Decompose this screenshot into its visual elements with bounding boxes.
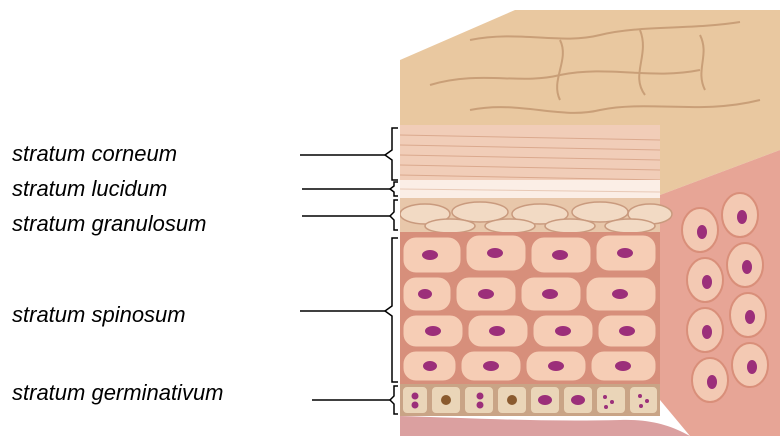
bracket-lucidum (390, 182, 398, 196)
layer-granulosum (400, 198, 672, 233)
label-stratum-granulosum: stratum granulosum (12, 211, 206, 237)
bracket-granulosum (390, 200, 398, 230)
leader-lines (300, 155, 390, 400)
layer-spinosum (400, 232, 660, 384)
bracket-corneum (385, 128, 398, 180)
label-stratum-lucidum: stratum lucidum (12, 176, 167, 202)
layer-germinativum (400, 384, 660, 416)
layer-lucidum (400, 180, 660, 198)
side-face (660, 150, 780, 436)
bracket-spinosum (385, 238, 398, 382)
bracket-germinativum (390, 386, 398, 414)
label-stratum-spinosum: stratum spinosum (12, 302, 186, 328)
label-stratum-corneum: stratum corneum (12, 141, 177, 167)
label-stratum-germinativum: stratum germinativum (12, 380, 224, 406)
brackets (385, 128, 398, 414)
basement-layer (400, 416, 690, 436)
